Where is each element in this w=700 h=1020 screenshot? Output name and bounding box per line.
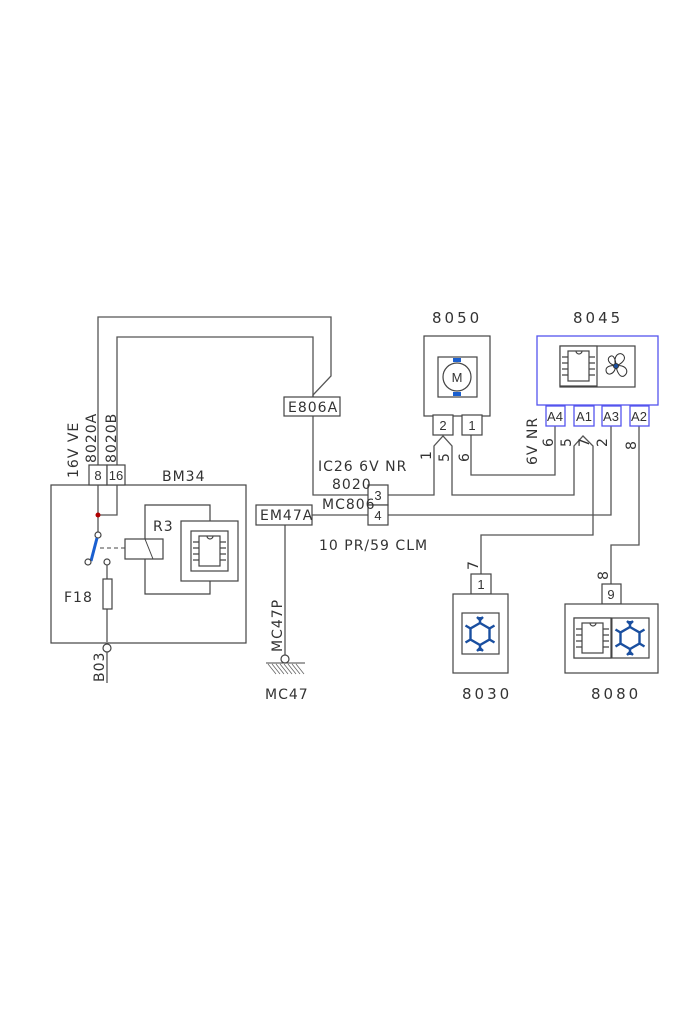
junction-dot [95,512,101,518]
ic-chip-icon [559,345,598,387]
pin-label: 3 [374,488,381,503]
relay-switch-contact [89,537,99,562]
wire-a3 [388,426,612,516]
bm34-pin-16 [106,464,126,486]
ground-terminal [102,643,112,653]
wire-number: 5 [437,452,453,462]
component-label: 8030 [462,685,512,703]
component-label: 8080 [591,685,641,703]
pin-label: A4 [547,409,563,424]
wire-8020 [312,416,368,496]
connector-pin-4 [367,504,389,526]
wire-label-6v-nr: 6V NR [525,417,541,465]
fuse-label: F18 [64,590,93,606]
ic-chip-icon [190,530,229,572]
ground-b03-label: B03 [92,652,108,682]
wire-label-clm: 10 PR/59 CLM [319,538,428,554]
pin-label: 1 [468,418,475,433]
pin-label: 8 [94,468,101,483]
fan-icon [605,353,628,377]
component-label: 8045 [573,309,623,327]
wire-a4 [470,426,556,476]
wire-number: 6 [541,437,557,447]
component-8030: 1 8030 [452,573,512,703]
wire-8020b [116,336,314,485]
relay-coil [124,538,164,560]
pin-label: A3 [603,409,619,424]
wire-number: 7 [466,560,482,570]
e806a-label: E806A [288,400,338,416]
pin-label: A1 [576,409,592,424]
component-8050: 8050 M 2 1 [423,309,491,436]
wire-number: 2 [595,437,611,447]
wire-numbers: 1 5 6 6V NR 6 5 7 2 8 7 8 [419,417,640,580]
em47a-connector [255,504,313,526]
wire-label-8020b: 8020B [104,413,120,463]
wire-label-8020: 8020 [332,477,372,493]
wire-number: 7 [577,437,593,447]
ground-terminal [280,654,290,664]
bm34-module: 8 16 BM34 R3 F18 B03 16V VE 8020A 8020B [50,413,247,683]
component-label: 8050 [432,309,482,327]
wire-number: 5 [559,437,575,447]
fuse-f18 [102,578,113,610]
ground-mc47-label: MC47 [265,687,309,703]
wire-label-mc806: MC806 [322,497,376,513]
pin-label: 1 [477,577,484,592]
wire-label-ic26: IC26 6V NR [318,459,407,475]
pin-label: 4 [374,508,381,523]
wire-label-mc47p: MC47P [270,599,286,652]
harness-label: 16V VE [66,422,82,478]
bm34-label: BM34 [162,469,206,485]
relay-label: R3 [153,519,174,535]
wire-label-8020a: 8020A [84,413,100,463]
motor-symbol: M [452,370,463,385]
pin-label: A2 [631,409,647,424]
wires [97,316,640,655]
wire-a2 [610,426,640,584]
e806a-connector [283,396,341,417]
pin-label: 16 [109,468,123,483]
wire-number: 8 [624,440,640,450]
pin-label: 9 [607,587,614,602]
component-8045: 8045 A4 A1 A3 A2 [536,309,659,427]
ic-chip-icon [573,617,612,659]
wire-number: 1 [419,450,435,460]
wire-number: 6 [457,452,473,462]
em47a-label: EM47A [260,508,313,524]
motor-icon [442,362,472,392]
pin-label: 2 [439,418,446,433]
wire-a1 [388,435,594,574]
wire-number: 8 [596,570,612,580]
ground-hatch-icon [267,663,305,675]
component-8080: 9 8080 [564,583,659,703]
